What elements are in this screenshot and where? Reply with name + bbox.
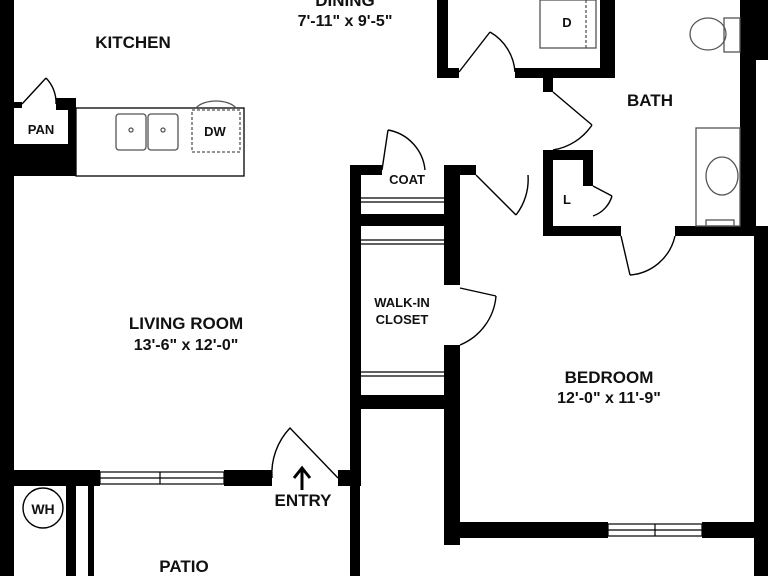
wall-linen-top	[543, 150, 593, 160]
dryer	[539, 0, 597, 49]
water-heater-circle	[22, 487, 64, 529]
room-dims-bedroom: 12'-0" x 11'-9"	[557, 390, 661, 407]
wall-entry-right	[338, 470, 361, 486]
closet-label-walkin-2: CLOSET	[376, 312, 429, 327]
door-bath	[552, 91, 593, 151]
wall-linen-right	[583, 150, 593, 186]
window-bath	[741, 59, 755, 69]
door-bath-lower	[620, 235, 676, 276]
wall-right-mid	[740, 60, 756, 236]
room-dims-dining: 7'-11" x 9'-5"	[298, 13, 393, 30]
door-walkin	[459, 287, 497, 346]
doors	[21, 31, 676, 479]
entry-arrow-icon	[292, 465, 312, 490]
wall-pantry-top	[14, 102, 22, 108]
room-dims-living: 13'-6" x 12'-0"	[134, 337, 239, 354]
closet-label-coat: COAT	[389, 172, 425, 187]
wall-bedroom-bottom-b	[702, 522, 768, 538]
closet-label-pantry: PAN	[28, 122, 54, 137]
wall-bath-bottom	[675, 226, 768, 236]
vanity	[695, 127, 741, 227]
wall-laundry-right	[600, 0, 615, 78]
kitchen-counter	[75, 100, 245, 177]
room-name-dining: DINING	[315, 0, 375, 10]
fixture-label-dryer: D	[562, 15, 571, 30]
wall-left-outer	[0, 0, 14, 576]
fixture-label-dw: DW	[204, 124, 226, 139]
labels: DINING 7'-11" x 9'-5" KITCHEN BATH LIVIN…	[28, 0, 673, 576]
sink-left	[115, 113, 147, 151]
closet-label-walkin-1: WALK-IN	[374, 295, 430, 310]
fixture-label-wh: WH	[31, 501, 54, 517]
wall-laundry-bottom-b	[515, 68, 615, 78]
windows	[99, 59, 755, 537]
wall-right-lower	[754, 226, 768, 576]
wall-closet-right-b	[444, 345, 460, 545]
wall-linen-bottom	[543, 226, 621, 236]
door-pantry	[21, 77, 57, 105]
wall-closet-left	[350, 165, 361, 485]
door-linen	[592, 185, 613, 217]
door-bedroom	[475, 174, 529, 216]
wall-right-upper	[740, 0, 768, 60]
wall-patio-left	[88, 486, 94, 576]
wall-pantry-bottom	[14, 144, 76, 176]
wall-wh-right	[66, 470, 76, 576]
door-entry	[271, 426, 339, 479]
wall-coat-top-a	[350, 165, 382, 175]
wall-living-bottom-b	[224, 470, 272, 486]
wall-closet-right-a	[444, 165, 460, 285]
counter	[75, 107, 245, 177]
door-coat	[381, 129, 426, 171]
entry-label: ENTRY	[275, 491, 333, 510]
sink-bath	[705, 156, 739, 196]
wall-bath-door-left	[543, 74, 553, 92]
room-name-patio: PATIO	[159, 557, 208, 576]
room-name-living: LIVING ROOM	[129, 314, 243, 333]
bath-fixtures	[689, 17, 741, 227]
wall-hall-lower	[350, 485, 360, 576]
room-name-kitchen: KITCHEN	[95, 33, 171, 52]
wall-living-bottom-a	[0, 470, 100, 486]
sink-right	[147, 113, 179, 151]
wall-walkin-bottom	[350, 395, 460, 409]
wall-pantry-right	[68, 98, 76, 176]
wall-laundry-bottom-a	[437, 68, 459, 78]
wall-coat-bottom	[350, 214, 460, 226]
room-name-bedroom: BEDROOM	[565, 368, 654, 387]
toilet	[689, 17, 727, 51]
shelves	[361, 197, 444, 377]
laundry	[539, 0, 597, 49]
door-laundry	[458, 31, 516, 73]
room-name-bath: BATH	[627, 91, 673, 110]
range	[195, 100, 237, 109]
wall-bath-door-right	[543, 150, 553, 236]
wall-bedroom-bottom-a	[444, 522, 608, 538]
closet-label-linen: L	[563, 192, 571, 207]
wall-laundry-left	[437, 0, 448, 78]
